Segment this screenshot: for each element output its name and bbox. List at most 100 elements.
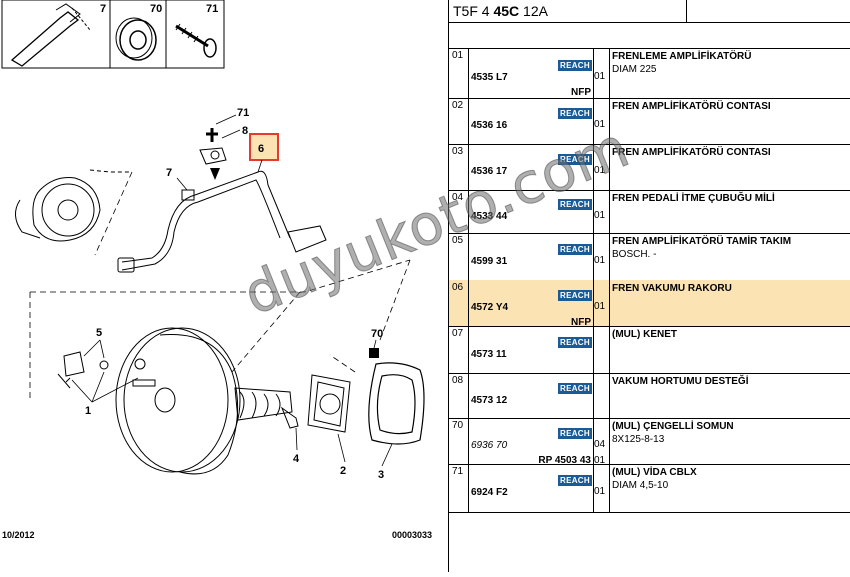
row-number: 01 — [449, 48, 469, 98]
reach-badge: REACH — [558, 337, 592, 348]
row-description-detail: BOSCH. - — [612, 249, 657, 260]
header-code: 45C — [493, 3, 520, 19]
row-number: 02 — [449, 98, 469, 144]
callout-6-highlight: 6 — [249, 133, 279, 173]
row-number: 06 — [449, 280, 469, 326]
table-row[interactable]: 04 REACH 4533 44 01 FREN PEDALİ İTME ÇUBUĞU … — [449, 190, 850, 234]
callout-3: 3 — [378, 469, 384, 481]
row-qty: 01 — [594, 210, 606, 221]
row-qty: 01 — [594, 119, 606, 130]
repair-kit — [57, 351, 109, 389]
part-reference[interactable]: 4535 L7 — [471, 72, 508, 83]
brake-booster — [115, 327, 299, 475]
row-qty-cell: 01 — [593, 464, 610, 512]
callout-7: 7 — [166, 167, 172, 179]
row-qty: 01 — [594, 71, 606, 82]
row-number: 04 — [449, 190, 469, 233]
table-subheader — [449, 22, 850, 49]
callout-top-71: 71 — [206, 3, 218, 15]
row-description-cell: FREN AMPLİFİKATÖRÜ TAMİR TAKIM BOSCH. - — [610, 233, 850, 280]
row-qty: 01 — [594, 165, 606, 176]
reach-badge: REACH — [558, 199, 592, 210]
callout-top-70: 70 — [150, 3, 162, 15]
row-description-cell: FREN VAKUMU RAKORU — [610, 280, 850, 326]
row-description: (MUL) VİDA CBLX — [612, 467, 697, 478]
table-header: T5F 4 45C 12A — [449, 0, 850, 23]
callout-71: 71 — [237, 107, 249, 119]
header-prefix: T5F 4 — [453, 3, 490, 19]
callout-top-7: 7 — [100, 3, 106, 15]
footer-date: 10/2012 — [2, 530, 35, 540]
part-reference[interactable]: 4536 17 — [471, 166, 508, 177]
row-description-detail: DIAM 4,5-10 — [612, 480, 669, 491]
parts-diagram: 7 70 71 — [1, 0, 432, 540]
row-number: 08 — [449, 373, 469, 418]
callout-labels-bottom: 5 1 70 2 3 4 — [71, 327, 393, 481]
row-description-cell: (MUL) VİDA CBLX DIAM 4,5-10 — [610, 464, 850, 512]
reach-badge: REACH — [558, 290, 592, 301]
row-description: FREN AMPLİFİKATÖRÜ CONTASI — [612, 101, 771, 112]
gasket-2 — [307, 374, 351, 433]
row-number: 70 — [449, 418, 469, 464]
row-qty-cell: 01 — [593, 280, 610, 326]
part-reference[interactable]: 4573 12 — [471, 395, 508, 406]
table-row[interactable]: 07 REACH 4573 11 (MUL) KENET — [449, 326, 850, 374]
row-description-detail: 8X125-8-13 — [612, 434, 665, 445]
callout-2: 2 — [340, 465, 346, 477]
row-reference-cell: REACH 4573 11 — [469, 326, 594, 373]
row-qty-cell: 01 — [593, 98, 610, 144]
row-description-cell: FREN PEDALİ İTME ÇUBUĞU MİLİ — [610, 190, 850, 233]
callout-labels-hose: 71 8 7 — [166, 107, 249, 191]
part-reference[interactable]: 6936 70 — [471, 440, 508, 451]
callout-5: 5 — [96, 327, 102, 339]
row-qty: 04 — [594, 439, 606, 450]
reach-badge: REACH — [558, 244, 592, 255]
ref-box-71 — [165, 0, 225, 69]
reach-badge: REACH — [558, 154, 592, 165]
row-extra: NFP — [571, 87, 591, 98]
row-description-cell: FREN AMPLİFİKATÖRÜ CONTASI — [610, 98, 850, 144]
gasket-3 — [368, 362, 425, 445]
row-description: FREN AMPLİFİKATÖRÜ CONTASI — [612, 147, 771, 158]
row-qty-cell — [593, 326, 610, 373]
row-description: FREN AMPLİFİKATÖRÜ TAMİR TAKIM — [612, 236, 792, 247]
row-description: FREN VAKUMU RAKORU — [612, 283, 732, 294]
row-number: 71 — [449, 464, 469, 512]
row-reference-cell: REACH 4599 31 — [469, 233, 594, 280]
part-reference[interactable]: 4533 44 — [471, 211, 508, 222]
row-qty-cell: 01 — [593, 233, 610, 280]
part-reference[interactable]: 4573 11 — [471, 349, 507, 360]
row-qty-cell: 01 — [593, 144, 610, 190]
callout-4: 4 — [293, 453, 300, 465]
row-description-cell: (MUL) KENET — [610, 326, 850, 373]
header-title: T5F 4 45C 12A — [449, 0, 687, 22]
row-qty-cell — [593, 373, 610, 418]
nut-70 — [369, 348, 379, 358]
row-qty: 01 — [594, 301, 606, 312]
part-reference[interactable]: 6924 F2 — [471, 487, 508, 498]
callout-70: 70 — [371, 328, 383, 340]
row-qty-cell: 01 — [593, 48, 610, 98]
part-reference[interactable]: 4572 Y4 — [471, 302, 509, 313]
row-extra: RP 4503 43 — [538, 455, 591, 466]
callout-6: 6 — [258, 143, 264, 155]
row-description-cell: VAKUM HORTUMU DESTEĞİ — [610, 373, 850, 418]
part-reference[interactable]: 4536 16 — [471, 120, 508, 131]
reach-badge: REACH — [558, 60, 592, 71]
row-number: 05 — [449, 233, 469, 280]
row-number: 07 — [449, 326, 469, 373]
part-reference[interactable]: 4599 31 — [471, 256, 508, 267]
